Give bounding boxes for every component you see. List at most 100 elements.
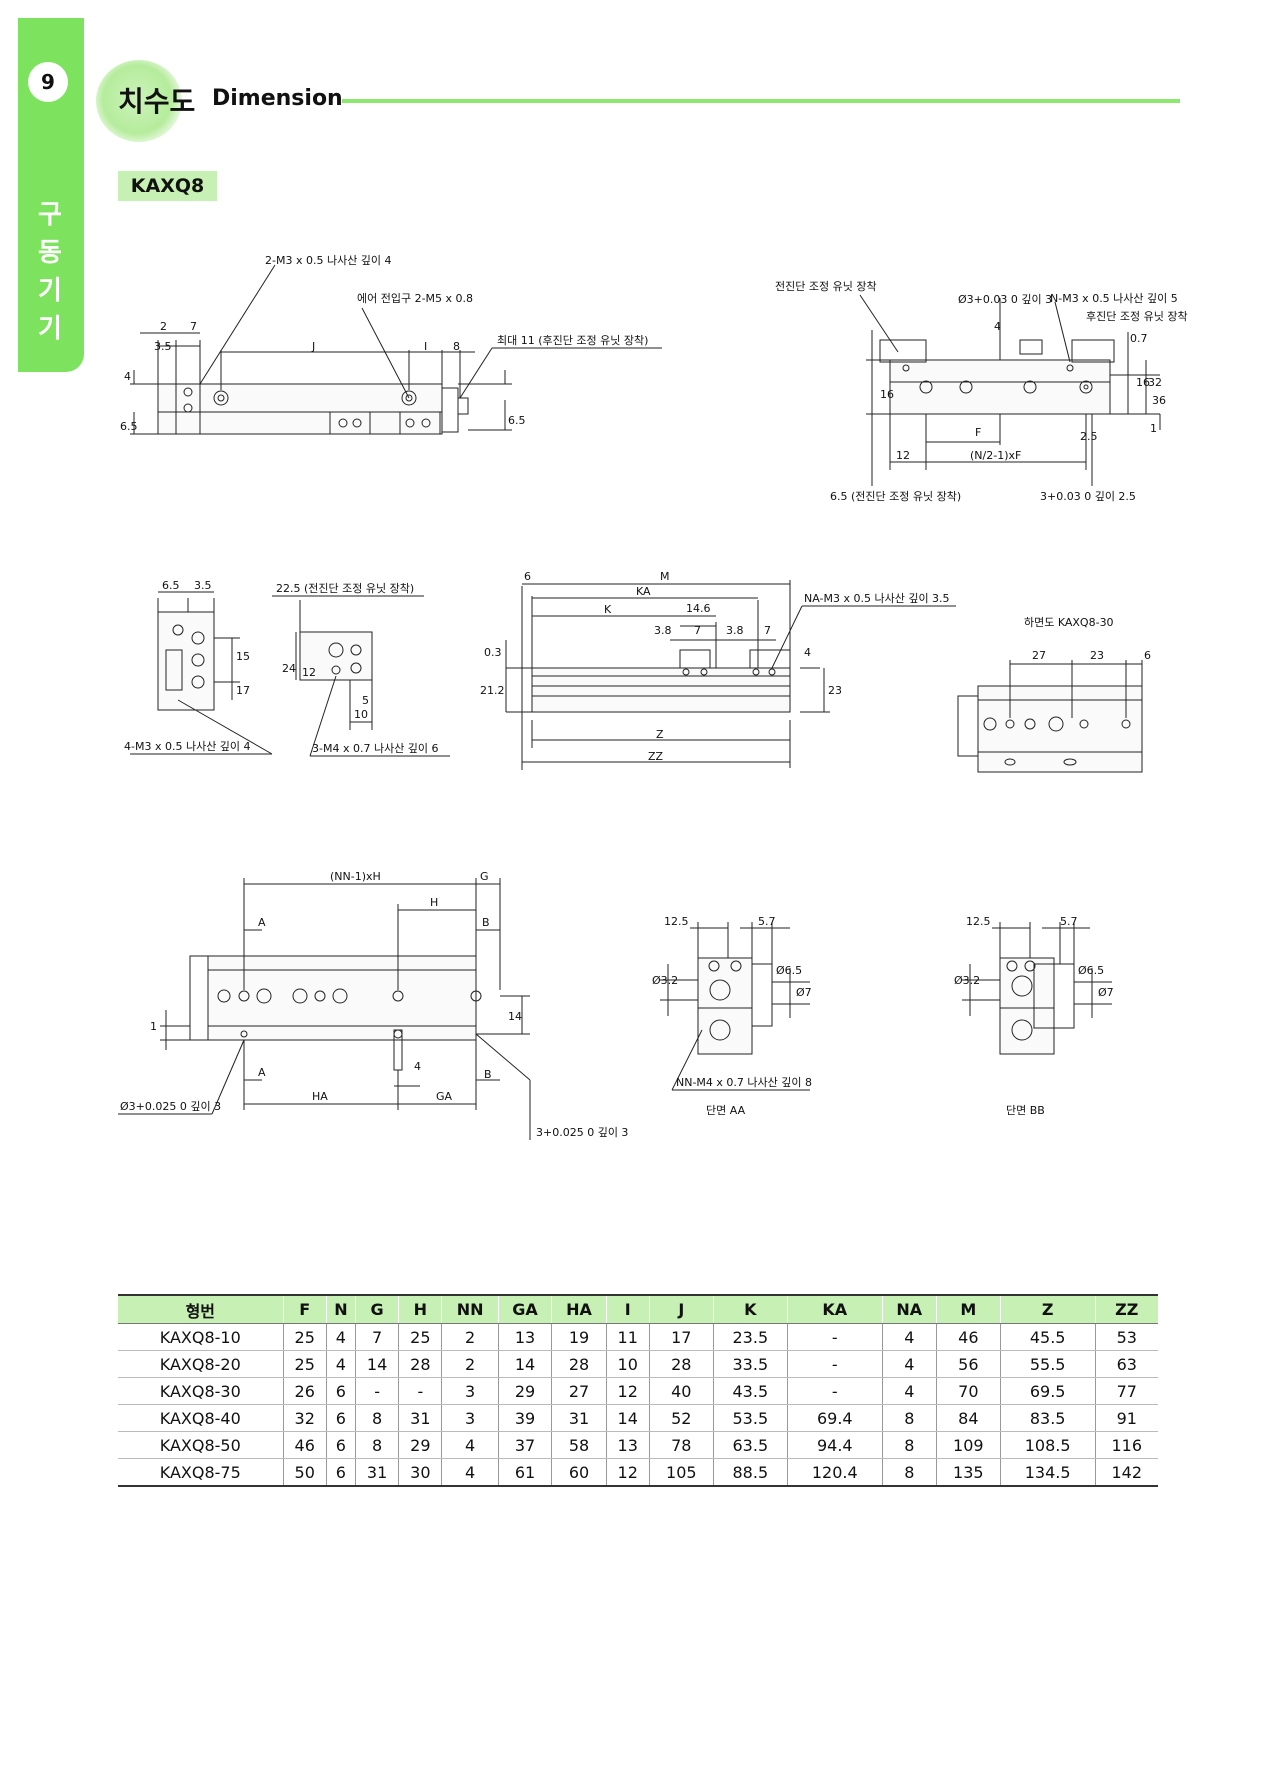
table-cell: 14 [354, 1350, 399, 1378]
column-header: HA [551, 1294, 607, 1324]
label-bottom-left: 14 [508, 1010, 522, 1023]
table-cell: 45.5 [999, 1323, 1096, 1351]
label-top-right: N-M3 x 0.5 나사산 깊이 5 [1050, 292, 1178, 305]
table-cell: 25 [282, 1350, 327, 1378]
label-bottom-left: 3+0.025 0 깊이 3 [536, 1126, 628, 1139]
table-row: KAXQ8-30 26 6 - - 3 29 27 12 40 43.5 - 4… [118, 1377, 1158, 1405]
label-mid-right: 하면도 KAXQ8-30 [1024, 615, 1114, 629]
table-cell: 11 [605, 1323, 650, 1351]
table-cell: 135 [935, 1458, 1001, 1487]
column-header: NN [441, 1294, 499, 1324]
label-top-right: 0.7 [1130, 332, 1148, 345]
table-cell: 10 [605, 1350, 650, 1378]
label-top-left: 3.5 [154, 340, 172, 353]
table-cell: KAXQ8-20 [118, 1350, 284, 1378]
table-cell: 17 [648, 1323, 714, 1351]
table-cell: 4 [881, 1323, 937, 1351]
table-cell: 105 [648, 1458, 714, 1487]
label-mid-center: Z [656, 728, 664, 741]
header-rule [342, 99, 1180, 103]
label-section-bb: Ø6.5 [1078, 964, 1104, 977]
table-cell: 8 [354, 1404, 399, 1432]
label-bottom-left: B [482, 916, 490, 929]
category-char: 구 [38, 200, 62, 230]
label-section-bb: 12.5 [966, 915, 991, 928]
drawing-front-view [859, 294, 1161, 486]
column-header: G [354, 1294, 399, 1324]
table-cell: 14 [605, 1404, 650, 1432]
drawing-top-view [505, 580, 956, 770]
table-cell: 6 [325, 1404, 356, 1432]
table-cell: 28 [648, 1350, 714, 1378]
page-title-english: Dimension [212, 86, 343, 111]
label-mid-small: 10 [354, 708, 368, 721]
table-cell: 3 [441, 1404, 499, 1432]
table-cell: 134.5 [999, 1458, 1096, 1487]
table-cell: 58 [551, 1431, 607, 1459]
table-cell: 83.5 [999, 1404, 1096, 1432]
table-cell: 26 [282, 1377, 327, 1405]
table-cell: 7 [354, 1323, 399, 1351]
column-header: GA [497, 1294, 552, 1324]
label-top-right: 1 [1150, 422, 1157, 435]
label-mid-center: 7 [694, 624, 701, 637]
label-mid-left: 3.5 [194, 579, 212, 592]
label-section-aa: Ø6.5 [776, 964, 802, 977]
page-number: 9 [28, 62, 68, 102]
table-cell: 116 [1094, 1431, 1158, 1459]
table-cell: 29 [497, 1377, 552, 1405]
label-mid-center: ZZ [648, 750, 664, 763]
label-top-left: 6.5 [508, 414, 526, 427]
table-cell: 55.5 [999, 1350, 1096, 1378]
label-mid-center: 3.8 [726, 624, 744, 637]
label-mid-small: 5 [362, 694, 369, 707]
label-top-right: 6.5 (전진단 조정 유닛 장착) [830, 490, 961, 503]
table-cell: 19 [551, 1323, 607, 1351]
label-bottom-left: A [258, 1066, 266, 1079]
table-cell: KAXQ8-50 [118, 1431, 284, 1459]
page-title-korean: 치수도 [118, 85, 196, 118]
table-cell: 69.5 [999, 1377, 1096, 1405]
table-cell: 50 [282, 1458, 327, 1487]
label-top-right: Ø3+0.03 0 깊이 3 [958, 293, 1052, 306]
label-top-left: 2 [160, 320, 167, 333]
table-cell: 8 [881, 1404, 937, 1432]
column-header: F [282, 1294, 327, 1324]
table-cell: - [786, 1377, 883, 1405]
table-cell: 4 [881, 1350, 937, 1378]
table-cell: 31 [551, 1404, 607, 1432]
table-cell: 56 [935, 1350, 1001, 1378]
table-cell: 40 [648, 1377, 714, 1405]
table-cell: KAXQ8-40 [118, 1404, 284, 1432]
table-cell: 43.5 [712, 1377, 788, 1405]
table-cell: 6 [325, 1377, 356, 1405]
table-cell: 69.4 [786, 1404, 883, 1432]
table-cell: 12 [605, 1458, 650, 1487]
label-bottom-left: A [258, 916, 266, 929]
table-cell: 4 [441, 1431, 499, 1459]
table-cell: 3 [441, 1377, 499, 1405]
table-cell: 108.5 [999, 1431, 1096, 1459]
label-section-aa: 단면 AA [706, 1104, 746, 1117]
table-cell: 28 [551, 1350, 607, 1378]
label-section-aa: 5.7 [758, 915, 776, 928]
label-top-right: 전진단 조정 유닛 장착 [775, 280, 877, 293]
label-mid-left: 17 [236, 684, 250, 697]
table-cell: 46 [282, 1431, 327, 1459]
drawing-section-aa [660, 922, 810, 1091]
table-cell: 8 [881, 1431, 937, 1459]
drawing-side-view [130, 264, 662, 435]
label-mid-right: 23 [1090, 649, 1104, 662]
label-top-left: 8 [453, 340, 460, 353]
table-cell: 32 [282, 1404, 327, 1432]
label-top-left: 최대 11 (후진단 조정 유닛 장착) [497, 334, 648, 347]
column-header: M [935, 1294, 1001, 1324]
label-top-left: 7 [190, 320, 197, 333]
table-cell: 12 [605, 1377, 650, 1405]
table-cell: 4 [441, 1458, 499, 1487]
category-char: 동 [38, 238, 62, 268]
table-cell: 63.5 [712, 1431, 788, 1459]
label-mid-center: 3.8 [654, 624, 672, 637]
label-top-right: 32 [1148, 376, 1162, 389]
table-cell: 8 [881, 1458, 937, 1487]
